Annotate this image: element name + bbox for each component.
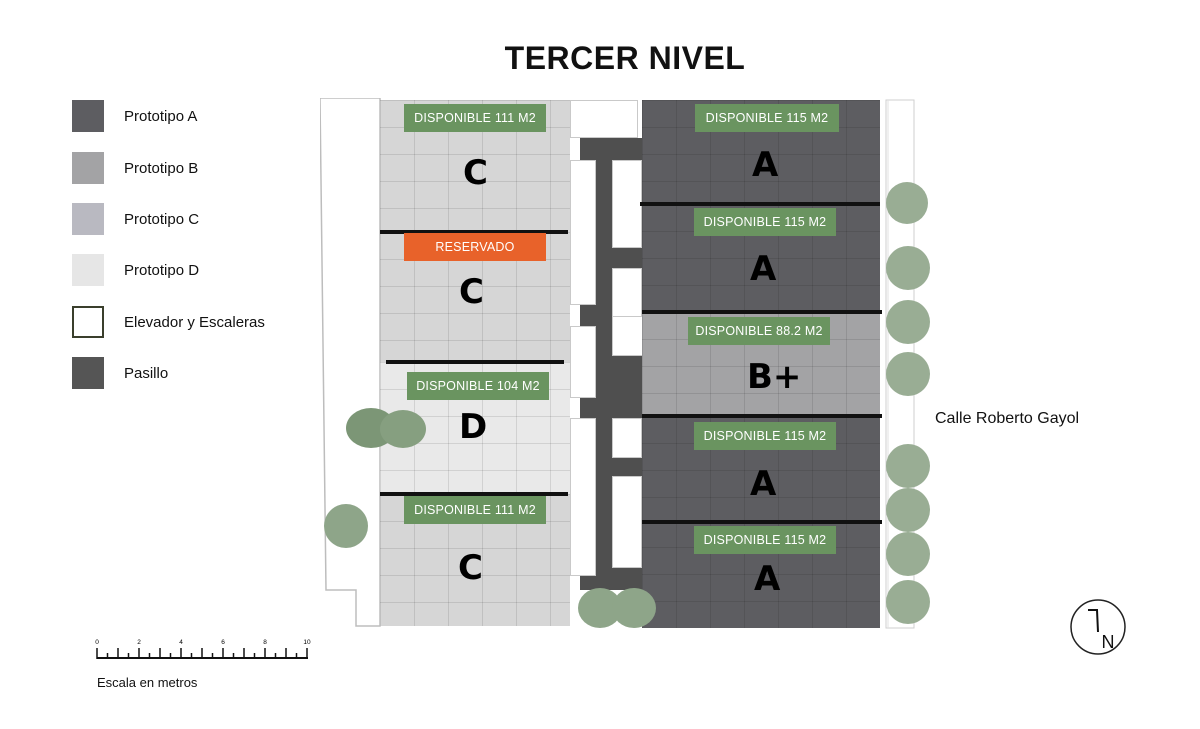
unit-prototype-letter: C: [458, 548, 483, 588]
compass-label: N: [1102, 632, 1115, 652]
unit-prototype-letter: C: [463, 153, 488, 193]
core-right-lower: [612, 476, 642, 568]
compass-graphic: N: [1070, 599, 1126, 655]
legend-label: Pasillo: [124, 364, 169, 382]
legend-item-elevador: Elevador y Escaleras: [72, 306, 265, 338]
legend-item-pasillo: Pasillo: [72, 357, 168, 389]
tree-icon: [612, 588, 656, 628]
page-title: TERCER NIVEL: [504, 40, 746, 76]
tree-icon: [380, 410, 426, 448]
unit-b-plus: [642, 312, 880, 416]
legend-label: Elevador y Escaleras: [124, 313, 265, 331]
scale-tick-label: 10: [303, 639, 311, 646]
unit-status-label: RESERVADO: [404, 233, 546, 261]
divider: [380, 230, 568, 234]
scale-bar-graphic: 0 2 4 6 8 10: [95, 639, 311, 659]
legend-swatch-elevador: [72, 306, 104, 338]
unit-status-label: DISPONIBLE 111 M2: [404, 104, 546, 132]
tree-icon: [324, 504, 368, 548]
core-right-middle: [612, 418, 642, 458]
tree-icon: [886, 352, 930, 396]
tree-icon: [886, 488, 930, 532]
floor-plan: DISPONIBLE 111 M2 RESERVADO DISPONIBLE 1…: [320, 98, 930, 630]
legend-label: Prototipo A: [124, 107, 198, 125]
tree-icon: [886, 580, 930, 624]
scale-tick-label: 2: [137, 639, 141, 646]
unit-prototype-letter: A: [754, 559, 781, 599]
unit-status-label: DISPONIBLE 104 M2: [407, 372, 549, 400]
scale-tick-label: 0: [95, 639, 99, 646]
legend-swatch-prototipo-a: [72, 100, 104, 132]
tree-icon: [886, 444, 930, 488]
legend-swatch-pasillo: [72, 357, 104, 389]
legend-swatch-prototipo-b: [72, 152, 104, 184]
tree-icon: [886, 300, 930, 344]
divider: [642, 414, 882, 418]
unit-prototype-letter: D: [459, 407, 488, 447]
core-top: [570, 100, 638, 138]
divider: [642, 520, 882, 524]
street-label: Calle Roberto Gayol: [935, 410, 1080, 427]
unit-status-label: DISPONIBLE 115 M2: [695, 104, 839, 132]
unit-prototype-letter: C: [459, 272, 484, 312]
divider: [640, 202, 880, 206]
legend-label: Prototipo B: [124, 159, 199, 177]
legend-item-prototipo-d: Prototipo D: [72, 254, 199, 286]
divider: [386, 360, 564, 364]
scale-tick-label: 6: [221, 639, 225, 646]
divider: [642, 310, 882, 314]
legend-swatch-prototipo-d: [72, 254, 104, 286]
unit-status-label: DISPONIBLE 88.2 M2: [688, 317, 830, 345]
unit-status-label: DISPONIBLE 115 M2: [694, 208, 836, 236]
legend-label: Prototipo C: [124, 210, 200, 228]
unit-status-label: DISPONIBLE 115 M2: [694, 422, 836, 450]
tree-icon: [886, 182, 928, 224]
unit-status-label: DISPONIBLE 115 M2: [694, 526, 836, 554]
legend-swatch-prototipo-c: [72, 203, 104, 235]
unit-prototype-letter: A: [750, 464, 777, 504]
tree-icon: [886, 532, 930, 576]
legend-item-prototipo-c: Prototipo C: [72, 203, 199, 235]
unit-status-label: DISPONIBLE 111 M2: [404, 496, 546, 524]
legend-item-prototipo-b: Prototipo B: [72, 152, 198, 184]
core-left-upper: [570, 160, 596, 305]
tree-icon: [886, 246, 930, 290]
north-compass-icon: N: [1068, 598, 1130, 665]
divider: [380, 492, 568, 496]
legend-label: Prototipo D: [124, 261, 200, 279]
unit-prototype-letter: A: [750, 249, 777, 289]
scale-label: Escala en metros: [97, 675, 198, 690]
unit-prototype-letter: B+: [747, 357, 802, 397]
scale-tick-label: 8: [263, 639, 267, 646]
scale-tick-label: 4: [179, 639, 183, 646]
scale-bar: 0 2 4 6 8 10: [94, 636, 314, 669]
core-left-lower: [570, 418, 596, 576]
stairs: [612, 268, 642, 318]
core-left-middle: [570, 326, 596, 398]
unit-prototype-letter: A: [752, 145, 779, 185]
legend-item-prototipo-a: Prototipo A: [72, 100, 197, 132]
core-right-upper: [612, 160, 642, 248]
